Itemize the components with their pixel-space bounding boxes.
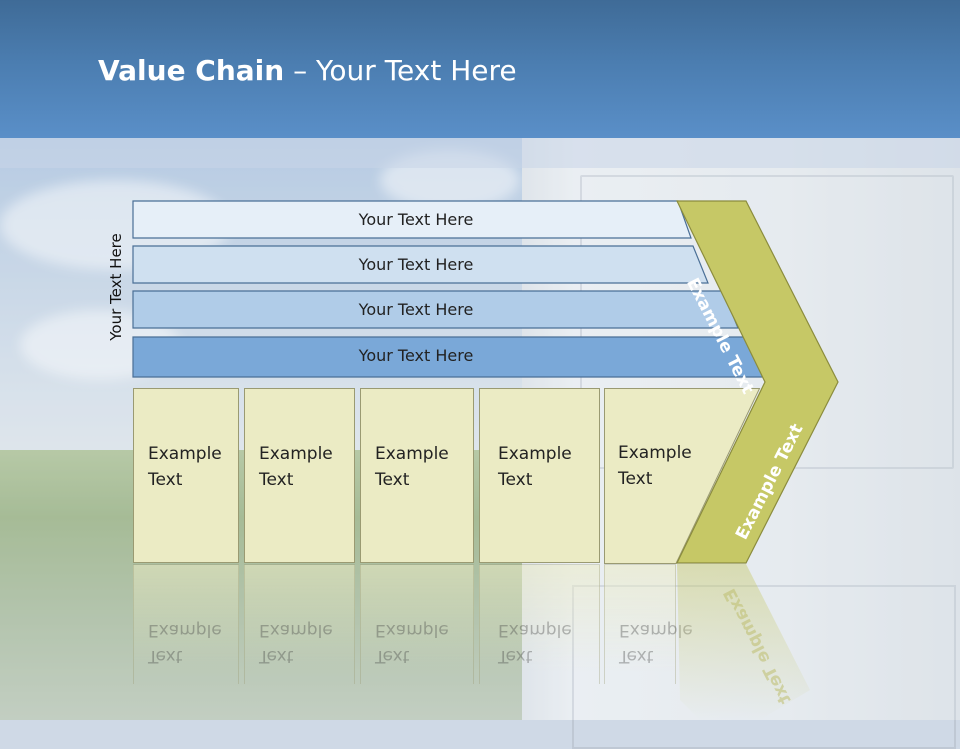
background-strip	[0, 138, 960, 168]
title-bar: Value Chain – Your Text Here	[0, 0, 960, 138]
title-rest: – Your Text Here	[284, 54, 517, 87]
row-label: Your Text Here	[358, 300, 474, 319]
side-label: Your Text Here	[107, 233, 125, 341]
slide-title: Value Chain – Your Text Here	[98, 54, 517, 87]
row-label: Your Text Here	[358, 346, 474, 365]
row-label: Your Text Here	[358, 210, 474, 229]
row-label: Your Text Here	[358, 255, 474, 274]
title-bold: Value Chain	[98, 54, 285, 87]
